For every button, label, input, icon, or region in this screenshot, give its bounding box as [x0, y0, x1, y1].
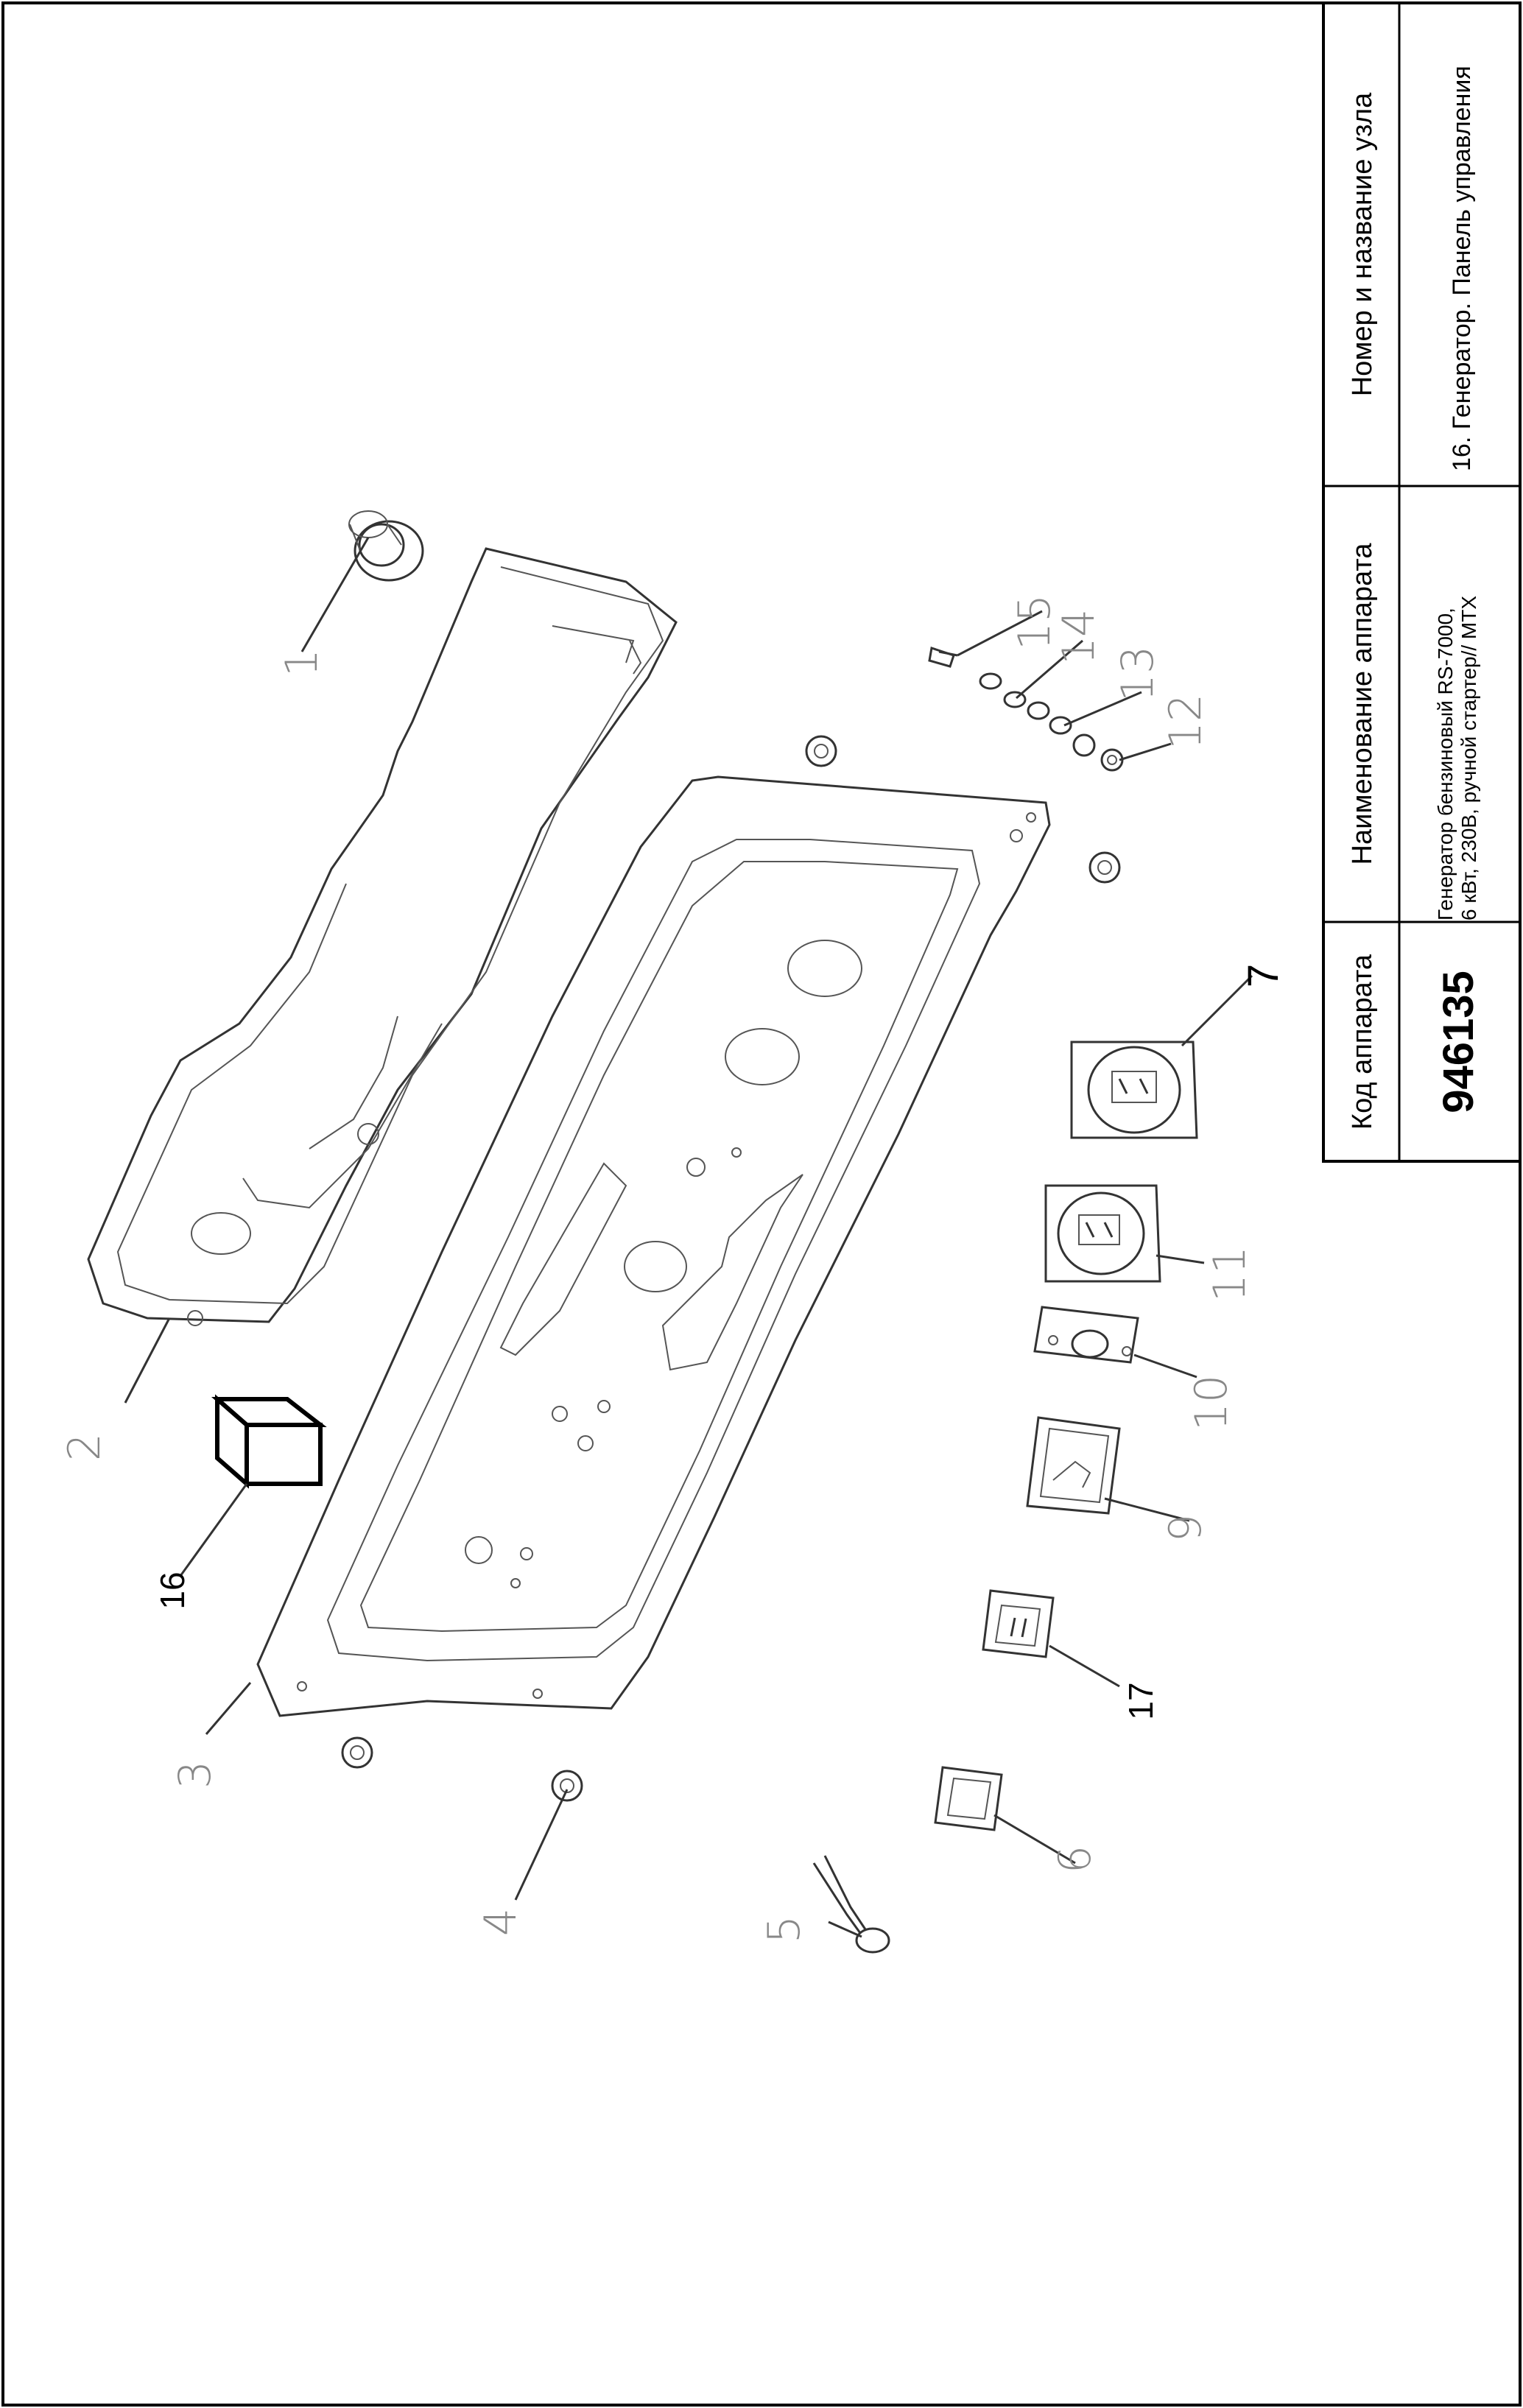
callout-3: 3 [169, 1761, 221, 1789]
node-header: Номер и название узла [1347, 92, 1378, 396]
part-12-nut-icon [1072, 733, 1124, 772]
callout-10: 10 [1186, 1375, 1237, 1431]
callout-6: 6 [1049, 1845, 1101, 1873]
part-11-socket-icon [1044, 1184, 1161, 1283]
callout-labels: 1 2 3 4 5 6 7 9 10 11 12 13 14 15 16 17 [59, 594, 1287, 1943]
callout-16: 16 [153, 1571, 191, 1609]
node-value: 16. Генератор. Панель управления [1448, 66, 1476, 471]
part-9-meter-icon [1026, 1416, 1121, 1515]
title-block: Код аппарата 946135 Наименование аппарат… [1322, 1, 1522, 1163]
part-3-panel-plate-icon [256, 775, 1051, 1717]
callout-4: 4 [475, 1908, 527, 1936]
callout-2: 2 [59, 1433, 110, 1461]
part-1-cap-icon [348, 510, 424, 582]
part-4-nut-icon [341, 735, 1121, 1802]
part-17-switch-icon [982, 1589, 1055, 1658]
name-value-line1: Генератор бензиновый RS-7000, [1434, 608, 1457, 920]
part-7-socket-icon [1070, 1041, 1198, 1139]
callout-15: 15 [1009, 594, 1061, 650]
callout-11: 11 [1204, 1246, 1256, 1302]
callout-13: 13 [1112, 646, 1164, 702]
callout-14: 14 [1053, 609, 1105, 665]
part-10-breaker-icon [1033, 1306, 1139, 1364]
part-5-connector-icon [812, 1855, 890, 1954]
callout-17: 17 [1122, 1682, 1160, 1719]
part-6-switch-icon [934, 1766, 1003, 1831]
callout-9: 9 [1160, 1514, 1211, 1542]
code-header: Код аппарата [1347, 954, 1378, 1130]
name-value-line2: 6 кВт, 230В, ручной стартер// MTX [1457, 596, 1480, 920]
callout-7: 7 [1239, 964, 1287, 988]
part-13-washer-icon [1027, 701, 1072, 735]
code-value: 946135 [1435, 971, 1482, 1113]
callout-1: 1 [276, 649, 328, 677]
leader-lines [124, 537, 1253, 1938]
name-header: Наименование аппарата [1347, 543, 1378, 865]
callout-5: 5 [759, 1915, 810, 1943]
part-2-cover-icon [87, 547, 678, 1326]
part-16-box-icon [211, 1394, 327, 1489]
callout-12: 12 [1160, 694, 1211, 750]
part-15-screw-icon [928, 647, 958, 668]
part-14-washer-icon [979, 672, 1027, 708]
